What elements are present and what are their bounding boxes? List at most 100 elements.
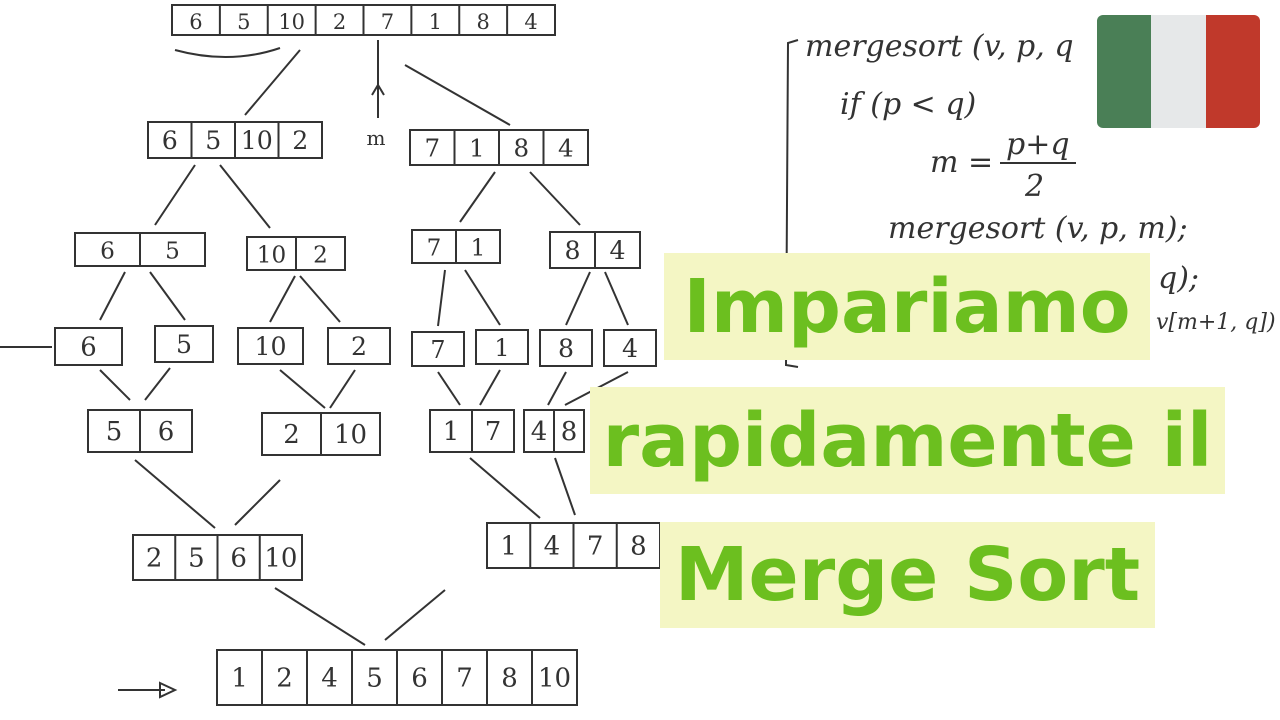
array-cell-value: 4 bbox=[531, 417, 548, 447]
array-box bbox=[154, 325, 214, 363]
connector-line bbox=[554, 457, 576, 516]
array-cell-value: 7 bbox=[430, 336, 445, 364]
array-cell-value: 2 bbox=[333, 10, 346, 34]
connector-line bbox=[469, 457, 541, 519]
title-line-2: rapidamente il bbox=[590, 387, 1225, 494]
italian-flag-icon bbox=[1097, 15, 1260, 128]
array-cell-value: 5 bbox=[106, 417, 123, 447]
array-cell-value: 10 bbox=[278, 10, 305, 34]
array-cell-value: 6 bbox=[230, 544, 247, 574]
array-cell-value: 10 bbox=[334, 420, 367, 450]
array-cell-value: 8 bbox=[558, 334, 574, 363]
title-line-3: Merge Sort bbox=[660, 522, 1155, 628]
array-cell-value: 2 bbox=[292, 126, 308, 155]
connector-line bbox=[329, 369, 356, 409]
array-box bbox=[603, 329, 657, 367]
code-line-4: mergesort (v, p, m); bbox=[888, 211, 1188, 246]
array-cell-value: 4 bbox=[609, 236, 625, 265]
code-line-3-lhs: m = bbox=[930, 145, 994, 180]
code-line-6: v[m+1, q]) bbox=[1156, 310, 1276, 335]
array-cell-value: 7 bbox=[381, 10, 394, 34]
connector-line bbox=[269, 275, 296, 323]
array-cell-value: 1 bbox=[469, 134, 485, 163]
array-cell-value: 8 bbox=[501, 664, 518, 694]
connector-line bbox=[134, 459, 216, 529]
array-cell-value: 8 bbox=[561, 417, 578, 447]
array-cell-value: 4 bbox=[524, 10, 537, 34]
connector-line bbox=[149, 271, 186, 321]
connector-line bbox=[459, 171, 496, 223]
array-cell-value: 7 bbox=[485, 417, 502, 447]
connector-line bbox=[274, 587, 366, 646]
array-cell-value: 6 bbox=[411, 664, 428, 694]
connector-line bbox=[529, 171, 581, 226]
array-box bbox=[327, 327, 391, 365]
array-cell-value: 5 bbox=[237, 10, 250, 34]
array-box bbox=[411, 331, 465, 367]
array-cell-value: 6 bbox=[189, 10, 202, 34]
array-cell-value: 2 bbox=[283, 420, 300, 450]
array-cell-value: 7 bbox=[456, 664, 473, 694]
array-cell-value: 8 bbox=[513, 134, 529, 163]
array-cell-value: 4 bbox=[622, 334, 638, 363]
array-cell-value: 10 bbox=[257, 243, 286, 269]
connector-line bbox=[464, 269, 501, 326]
array-cell-value: 10 bbox=[241, 126, 273, 155]
array-cell-value: 8 bbox=[630, 532, 647, 562]
connector-line bbox=[565, 271, 591, 326]
array-cell-value: 1 bbox=[443, 417, 460, 447]
arrow-right-icon bbox=[159, 681, 178, 699]
flag-red-stripe bbox=[1205, 15, 1260, 128]
array-cell-value: 7 bbox=[424, 134, 440, 163]
connector-line bbox=[99, 271, 126, 321]
array-cell-value: 2 bbox=[146, 544, 163, 574]
code-bracket bbox=[784, 39, 799, 368]
array-cell-value: 4 bbox=[321, 664, 338, 694]
array-cell-value: 1 bbox=[500, 532, 517, 562]
flag-white-stripe bbox=[1151, 15, 1206, 128]
connector-line bbox=[234, 479, 281, 526]
code-line-1: mergesort (v, p, q bbox=[805, 29, 1074, 64]
array-cell-value: 2 bbox=[313, 243, 328, 269]
connector-line bbox=[219, 164, 271, 229]
array-cell-value: 6 bbox=[158, 417, 175, 447]
arrow-up-icon bbox=[371, 83, 385, 96]
mid-label: m bbox=[367, 126, 386, 150]
connector-line bbox=[437, 371, 461, 406]
array-cell-value: 6 bbox=[80, 333, 96, 363]
array-cell-value: 10 bbox=[264, 544, 297, 574]
array-cell-value: 5 bbox=[165, 239, 180, 265]
code-line-3-numerator: p+q bbox=[1000, 128, 1076, 164]
array-box bbox=[475, 329, 529, 365]
brace-mark bbox=[174, 47, 281, 59]
title-line-1: Impariamo bbox=[664, 253, 1150, 360]
array-cell-value: 2 bbox=[276, 664, 293, 694]
connector-line bbox=[279, 369, 326, 409]
array-cell-value: 5 bbox=[188, 544, 205, 574]
array-cell-value: 1 bbox=[494, 334, 509, 362]
connector-line bbox=[547, 371, 567, 406]
array-cell-value: 5 bbox=[366, 664, 383, 694]
array-cell-value: 6 bbox=[100, 239, 115, 265]
array-cell-value: 4 bbox=[558, 134, 574, 163]
code-line-5: q); bbox=[1158, 261, 1200, 296]
connector-line bbox=[479, 369, 501, 406]
connector-line bbox=[404, 64, 511, 126]
connector-line bbox=[437, 269, 446, 327]
array-cell-value: 8 bbox=[564, 236, 580, 265]
flag-green-stripe bbox=[1097, 15, 1152, 128]
array-box bbox=[237, 327, 304, 365]
connector-line bbox=[384, 589, 446, 641]
array-cell-value: 1 bbox=[231, 664, 248, 694]
array-cell-value: 4 bbox=[544, 532, 561, 562]
array-box bbox=[54, 327, 123, 366]
array-cell-value: 10 bbox=[538, 664, 571, 694]
connector-line bbox=[144, 367, 171, 401]
array-cell-value: 5 bbox=[176, 330, 192, 359]
connector-line bbox=[154, 164, 196, 226]
array-cell-value: 1 bbox=[429, 10, 442, 34]
connector-line bbox=[244, 49, 301, 116]
connector-line bbox=[604, 271, 629, 326]
